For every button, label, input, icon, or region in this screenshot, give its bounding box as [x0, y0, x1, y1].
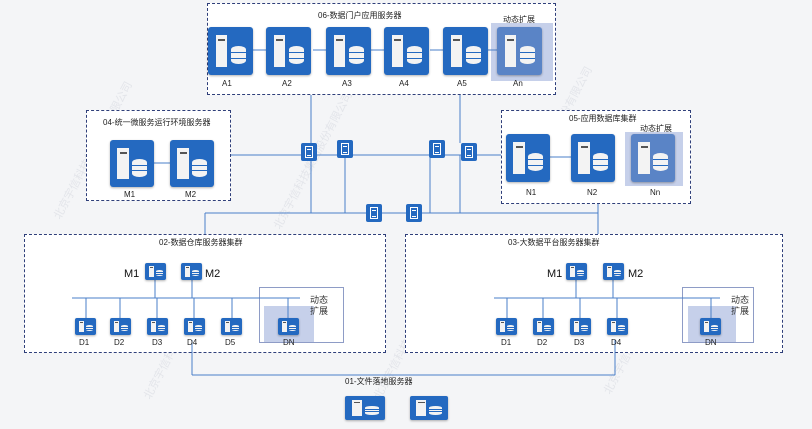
server-label: An: [513, 79, 523, 88]
server-icon: [410, 396, 448, 420]
node-label: D4: [611, 338, 622, 347]
server-label: A4: [399, 79, 409, 88]
node-label: D4: [187, 338, 198, 347]
server-icon: [170, 140, 214, 187]
switch-icon: [461, 143, 477, 161]
node-label: D3: [574, 338, 585, 347]
master-label: M2: [628, 268, 644, 280]
warehouse-dynamic-box: [259, 287, 344, 343]
filestore-title: 01-文件落地服务器: [345, 377, 413, 386]
server-label: M2: [185, 190, 197, 199]
switch-icon: [301, 143, 317, 161]
server-icon: [184, 318, 205, 335]
server-icon: [533, 318, 554, 335]
server-label: A1: [222, 79, 232, 88]
portal-dynamic-label: 动态扩展: [503, 15, 535, 24]
node-label: D2: [537, 338, 548, 347]
switch-icon: [429, 140, 445, 158]
portal-title: 06-数据门户应用服务器: [318, 11, 402, 20]
node-label: D3: [152, 338, 163, 347]
node-label: D5: [225, 338, 236, 347]
server-icon: [147, 318, 168, 335]
appdb-title: 05-应用数据库集群: [569, 114, 637, 123]
node-label: D1: [501, 338, 512, 347]
server-icon: [208, 27, 253, 75]
unified-title: 04-统一微服务运行环境服务器: [103, 118, 211, 127]
server-label: N1: [526, 188, 537, 197]
server-icon: [570, 318, 591, 335]
bigdata-dynamic-label: 动态扩展: [731, 295, 750, 316]
server-icon: [497, 27, 542, 75]
server-icon: [443, 27, 488, 75]
node-label: D2: [114, 338, 125, 347]
server-label: A5: [457, 79, 467, 88]
warehouse-title: 02-数据仓库服务器集群: [159, 238, 243, 247]
master-label: M2: [205, 268, 221, 280]
server-icon: [345, 396, 385, 420]
server-icon: [603, 263, 624, 280]
server-icon: [384, 27, 429, 75]
server-icon: [181, 263, 202, 280]
server-icon: [566, 263, 587, 280]
server-icon: [75, 318, 96, 335]
server-label: Nn: [650, 188, 661, 197]
server-label: N2: [587, 188, 598, 197]
server-icon: [607, 318, 628, 335]
bigdata-dynamic-box: [682, 287, 754, 343]
server-label: A2: [282, 79, 292, 88]
node-label: DN: [283, 338, 295, 347]
warehouse-dynamic-label: 动态扩展: [310, 295, 329, 316]
server-icon: [631, 134, 675, 182]
master-label: M1: [547, 268, 563, 280]
bigdata-title: 03-大数据平台服务器集群: [508, 238, 600, 247]
server-icon: [110, 318, 131, 335]
switch-icon: [366, 204, 382, 222]
appdb-dynamic-label: 动态扩展: [640, 124, 672, 133]
server-icon: [266, 27, 311, 75]
master-label: M1: [124, 268, 140, 280]
switch-icon: [406, 204, 422, 222]
server-icon: [571, 134, 615, 182]
server-icon: [221, 318, 242, 335]
server-icon: [496, 318, 517, 335]
server-icon: [278, 318, 299, 335]
server-icon: [506, 134, 550, 182]
server-icon: [700, 318, 721, 335]
server-icon: [145, 263, 166, 280]
server-label: M1: [124, 190, 136, 199]
server-label: A3: [342, 79, 352, 88]
server-icon: [326, 27, 371, 75]
node-label: DN: [705, 338, 717, 347]
node-label: D1: [79, 338, 90, 347]
server-icon: [110, 140, 154, 187]
switch-icon: [337, 140, 353, 158]
